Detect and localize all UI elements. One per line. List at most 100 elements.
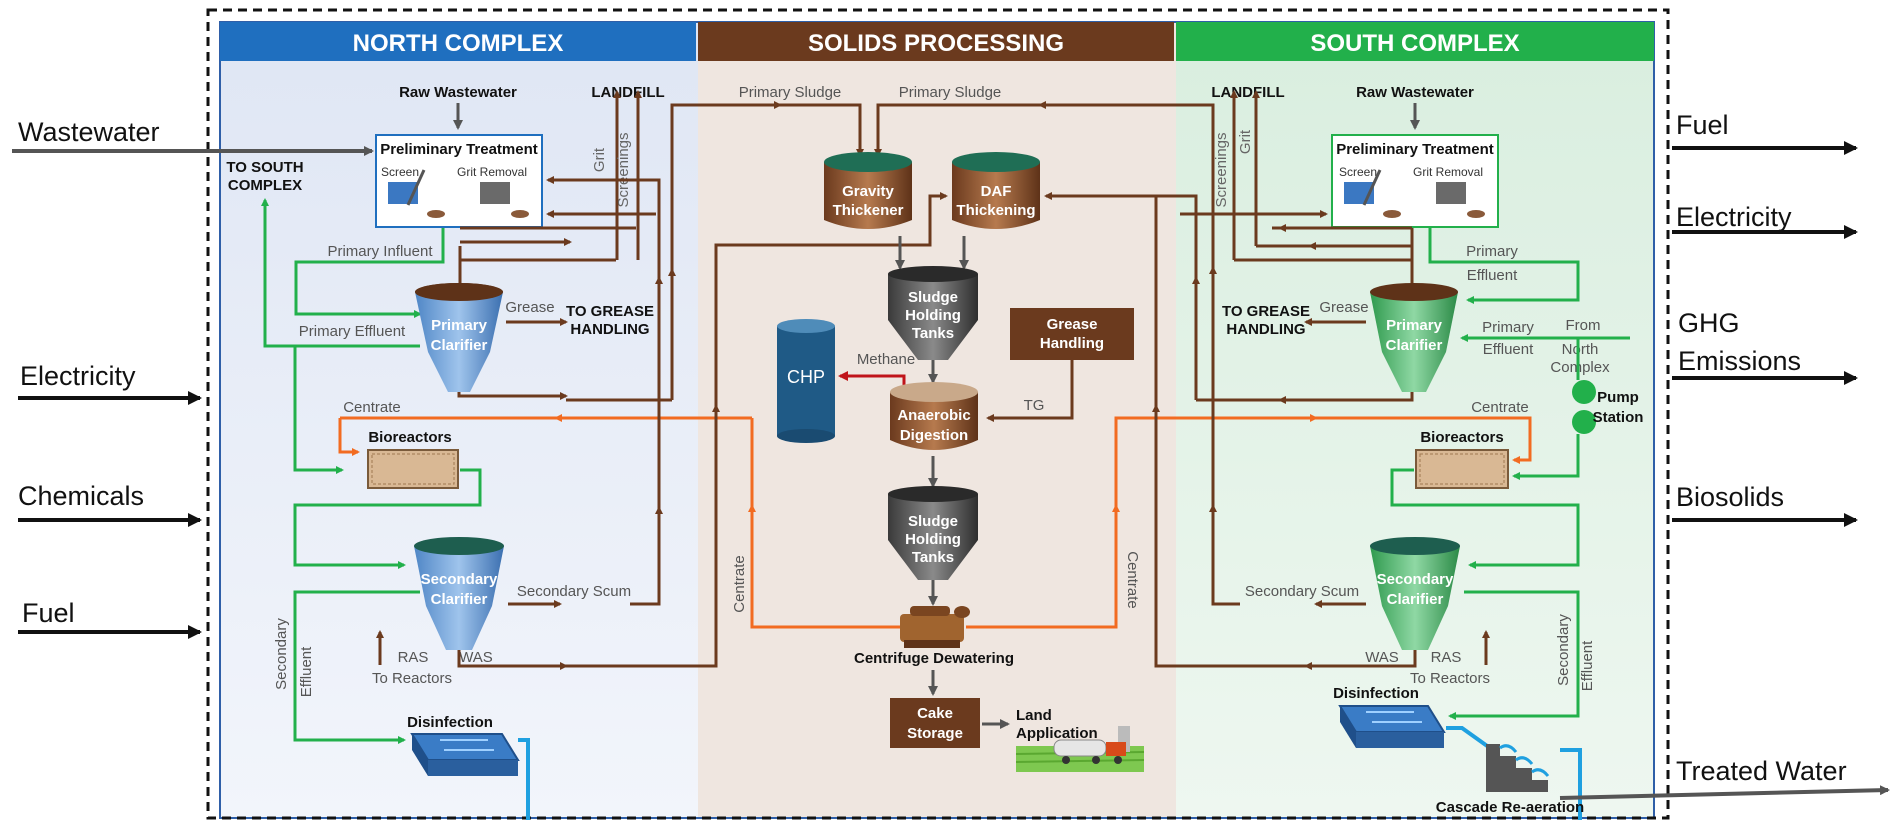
- grease-handling-box: [1010, 308, 1134, 360]
- north-grit-removal-label: Grit Removal: [457, 165, 527, 179]
- north-centrate-label: Centrate: [343, 399, 401, 416]
- south-to-grease-label-1: TO GREASE: [1222, 303, 1310, 320]
- sludge-holding-1-label-2: Holding: [905, 307, 961, 324]
- south-grease-label: Grease: [1319, 299, 1368, 316]
- input-wastewater-label: Wastewater: [18, 117, 160, 147]
- land-application-truck-icon: [1015, 726, 1145, 772]
- south-disinfection-basin-icon: [1338, 705, 1446, 748]
- north-effluent-label: Effluent: [298, 646, 315, 697]
- north-bioreactor-icon: [367, 449, 459, 489]
- north-complex: Raw Wastewater LANDFILL TO SOUTH COMPLEX…: [12, 84, 812, 820]
- methane-label: Methane: [857, 351, 915, 368]
- south-primary-clarifier-label-1: Primary: [1386, 317, 1443, 334]
- daf-thickening: DAF Thickening: [952, 152, 1040, 229]
- south-complex-label: Complex: [1550, 359, 1610, 376]
- daf-label-2: Thickening: [956, 202, 1035, 219]
- north-secondary-scum-label: Secondary Scum: [517, 583, 631, 600]
- south-effluent-label-mid: Effluent: [1483, 341, 1534, 358]
- sludge-holding-2-label-2: Holding: [905, 531, 961, 548]
- anaerobic-digestion: Anaerobic Digestion: [890, 382, 978, 450]
- external-outputs: Fuel Electricity GHG Emissions Biosolids…: [1559, 110, 1890, 800]
- output-emissions-label: Emissions: [1678, 346, 1801, 376]
- solids-centrate-label-right: Centrate: [1124, 551, 1141, 609]
- north-to-south-label-2: COMPLEX: [228, 177, 302, 194]
- north-grit-label: Grit: [591, 147, 608, 172]
- north-secondary-label: Secondary: [273, 618, 290, 690]
- grease-handling-label-2: Handling: [1040, 335, 1104, 352]
- north-disinfection-label: Disinfection: [407, 714, 493, 731]
- south-primary-label-mid: Primary: [1482, 319, 1534, 336]
- north-grit-chamber-icon: [480, 182, 510, 204]
- chp-unit: CHP: [777, 319, 835, 443]
- sludge-holding-tanks-2: Sludge Holding Tanks: [888, 486, 978, 580]
- south-north-label: North: [1562, 341, 1599, 358]
- south-complex: LANDFILL Raw Wastewater Preliminary Trea…: [1152, 84, 1644, 820]
- south-raw-wastewater-label: Raw Wastewater: [1356, 84, 1474, 101]
- north-secondary-clarifier-label-2: Clarifier: [431, 591, 488, 608]
- pump-station-icon: [1572, 380, 1596, 434]
- chp-label: CHP: [787, 367, 825, 387]
- north-primary-clarifier-label-1: Primary: [431, 317, 488, 334]
- tg-label: TG: [1024, 397, 1045, 414]
- gravity-thickener-label-1: Gravity: [842, 183, 894, 200]
- sludge-holding-1-label-1: Sludge: [908, 289, 958, 306]
- external-inputs: Wastewater Electricity Chemicals Fuel: [18, 117, 202, 639]
- pump-label: Pump: [1597, 389, 1639, 406]
- cake-storage-label-2: Storage: [907, 725, 963, 742]
- solids-primary-sludge-label-1: Primary Sludge: [739, 84, 842, 101]
- north-to-south-label-1: TO SOUTH: [226, 159, 303, 176]
- cake-storage-label-1: Cake: [917, 705, 953, 722]
- south-screenings-label: Screenings: [1213, 132, 1230, 207]
- solids-processing: Primary Sludge Primary Sludge Gravity Th…: [672, 84, 1318, 772]
- north-primary-influent-label: Primary Influent: [327, 243, 433, 260]
- daf-label-1: DAF: [981, 183, 1012, 200]
- input-chemicals-label: Chemicals: [18, 481, 144, 511]
- sludge-holding-2-label-1: Sludge: [908, 513, 958, 530]
- gravity-thickener-label-2: Thickener: [833, 202, 904, 219]
- cascade-reaeration-icon: [1486, 744, 1550, 792]
- north-ras-label: RAS: [398, 649, 429, 666]
- north-prelim-label: Preliminary Treatment: [380, 141, 538, 158]
- cake-storage-box: [890, 698, 980, 748]
- output-treated-water-label: Treated Water: [1676, 756, 1847, 786]
- south-grit-label: Grit: [1237, 129, 1254, 154]
- output-electricity-label: Electricity: [1676, 202, 1792, 232]
- solids-primary-sludge-label-2: Primary Sludge: [899, 84, 1002, 101]
- north-grease-label: Grease: [505, 299, 554, 316]
- south-complex-header: [1176, 22, 1654, 61]
- north-primary-effluent-label: Primary Effluent: [299, 323, 406, 340]
- south-primary-clarifier-label-2: Clarifier: [1386, 337, 1443, 354]
- sludge-holding-tanks-1: Sludge Holding Tanks: [888, 266, 978, 360]
- input-fuel-label: Fuel: [22, 598, 75, 628]
- output-ghg-label: GHG: [1678, 308, 1740, 338]
- south-to-grease-label-2: HANDLING: [1226, 321, 1305, 338]
- south-landfill-label: LANDFILL: [1211, 84, 1284, 101]
- gravity-thickener: Gravity Thickener: [824, 152, 912, 229]
- north-complex-header: [220, 22, 696, 61]
- station-label: Station: [1593, 409, 1644, 426]
- north-primary-clarifier: Primary Clarifier: [415, 283, 503, 392]
- north-secondary-clarifier: Secondary Clarifier: [414, 537, 504, 650]
- north-secondary-clarifier-label-1: Secondary: [421, 571, 498, 588]
- north-raw-wastewater-label: Raw Wastewater: [399, 84, 517, 101]
- south-primary-clarifier: Primary Clarifier: [1370, 283, 1458, 392]
- north-was-label: WAS: [459, 649, 493, 666]
- south-bioreactors-label: Bioreactors: [1420, 429, 1503, 446]
- south-to-reactors-label: To Reactors: [1410, 670, 1490, 687]
- land-application-label-1: Land: [1016, 707, 1052, 724]
- south-complex-title: SOUTH COMPLEX: [1310, 30, 1519, 57]
- output-fuel-label: Fuel: [1676, 110, 1729, 140]
- south-secondary-scum-label: Secondary Scum: [1245, 583, 1359, 600]
- south-primary-label-top: Primary: [1466, 243, 1518, 260]
- solids-centrate-label-left: Centrate: [731, 555, 748, 613]
- south-centrate-label: Centrate: [1471, 399, 1529, 416]
- south-screen-label: Screen: [1339, 165, 1377, 179]
- sludge-holding-2-label-3: Tanks: [912, 549, 954, 566]
- anaerobic-digestion-label-2: Digestion: [900, 427, 968, 444]
- output-treated-water-arrow: [1559, 785, 1890, 800]
- south-effluent-label-top: Effluent: [1467, 267, 1518, 284]
- south-grit-chamber-icon: [1436, 182, 1466, 204]
- cascade-reaeration-label: Cascade Re-aeration: [1436, 799, 1584, 816]
